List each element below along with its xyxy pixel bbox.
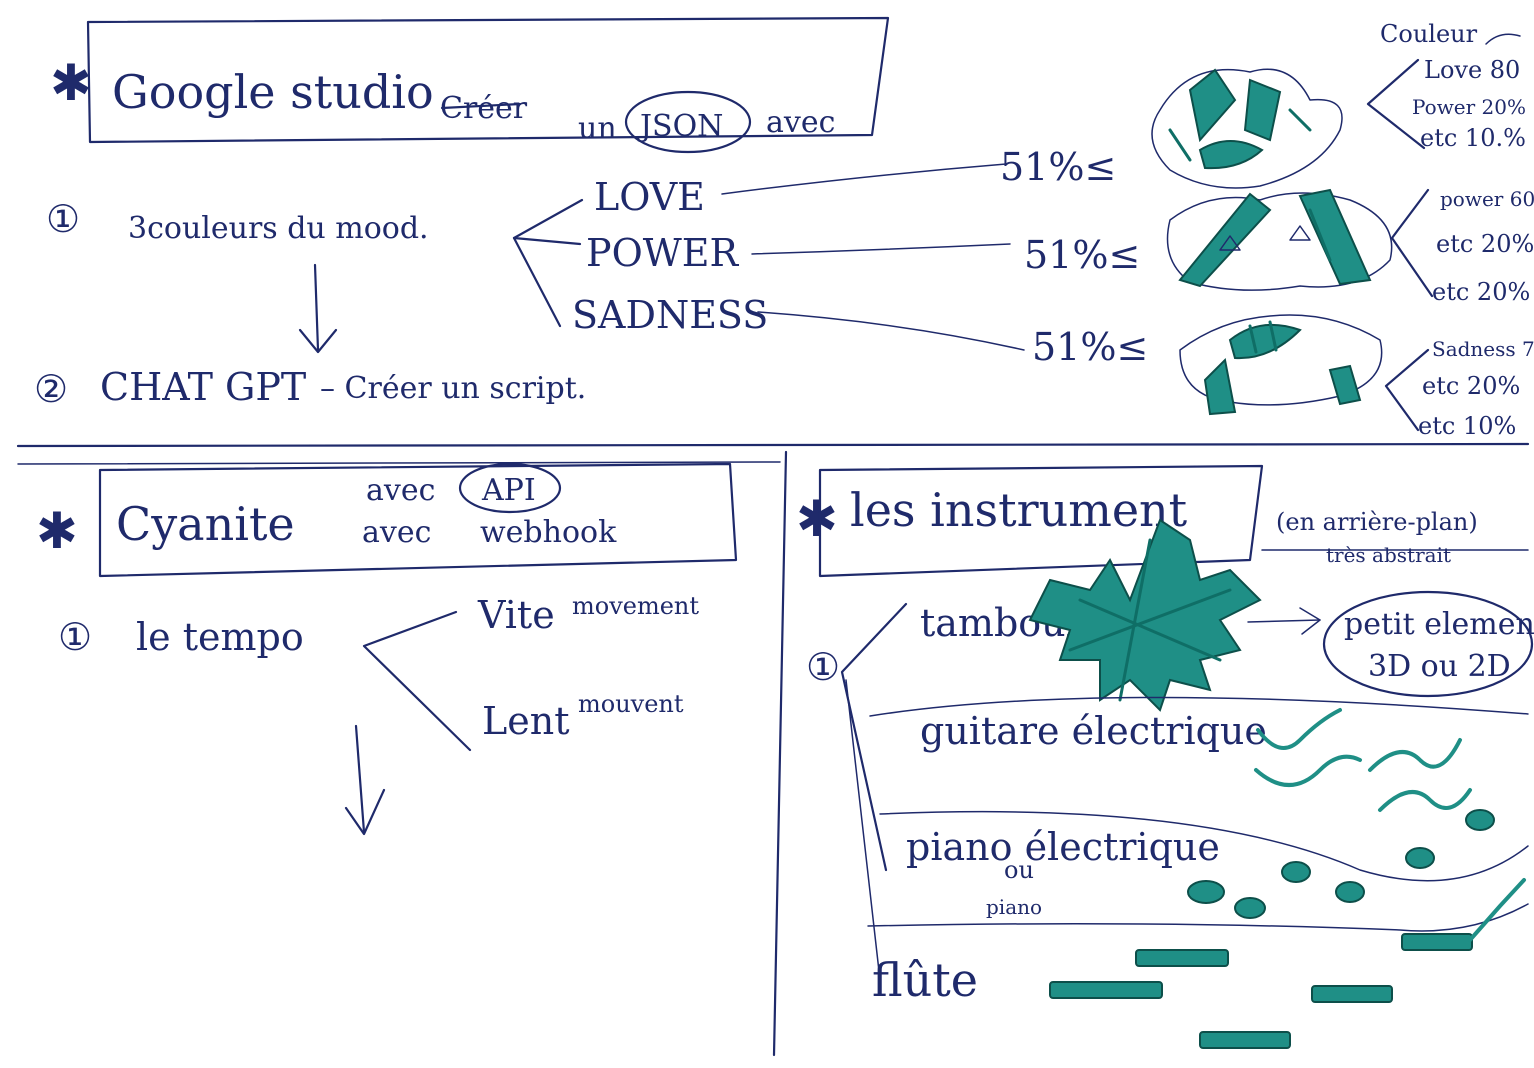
piano-alt: piano <box>986 895 1042 919</box>
title-avec: avec <box>766 105 835 140</box>
legend-love-3: etc 10.% <box>1420 124 1526 152</box>
cyanite-avec1: avec <box>366 473 435 508</box>
tempo-fast-note: movement <box>572 592 699 620</box>
guitar-band-line <box>869 696 1529 717</box>
couleur-label: Couleur <box>1380 20 1478 48</box>
legend-love-bracket <box>1366 58 1426 150</box>
instruments-title: les instrument <box>850 483 1188 537</box>
tambour-burst-sketch <box>1028 518 1262 712</box>
bubble-line-2: 3D ou 2D <box>1368 649 1511 684</box>
mood-sadness: SADNESS <box>572 293 768 337</box>
legend-love-1: Love 80 <box>1424 56 1520 84</box>
down-arrow-line <box>313 263 320 352</box>
legend-sadness-1: Sadness 70 <box>1432 337 1534 361</box>
mood-power: POWER <box>586 231 740 275</box>
instrument-guitare: guitare électrique <box>920 709 1267 753</box>
legend-love-2: Power 20% <box>1412 95 1526 119</box>
step1-text: 3couleurs du mood. <box>128 211 429 246</box>
title-action: Créer <box>440 91 528 126</box>
vertical-divider <box>772 450 788 1057</box>
power-blob-sketch <box>1166 188 1393 291</box>
legend-sadness-bracket <box>1384 348 1430 432</box>
tempo-slow-note: mouvent <box>578 690 684 718</box>
legend-power-3: etc 20% <box>1432 278 1530 306</box>
flute-bars-sketch <box>1049 878 1526 1049</box>
title-box <box>86 16 890 144</box>
json-circle <box>624 90 752 154</box>
step2-number: ② <box>34 367 68 411</box>
love-line <box>721 163 1007 195</box>
title-main: Google studio <box>112 65 434 119</box>
tempo-brace <box>362 610 472 752</box>
guitar-wave-sketch <box>1254 708 1472 812</box>
step2-action: – Créer un script. <box>320 371 586 406</box>
piano-dots-sketch <box>1187 809 1495 919</box>
bubble-arrow <box>1247 619 1321 623</box>
instrument-flute: flûte <box>872 953 978 1007</box>
star-icon: ✱ <box>796 490 838 548</box>
cyanite-down-arrow-head <box>344 788 386 836</box>
threshold-sadness: 51%≤ <box>1032 325 1148 369</box>
piano-ou: ou <box>1004 856 1034 884</box>
api-circle <box>458 462 562 514</box>
cyanite-title: Cyanite <box>116 497 295 551</box>
instrument-piano: piano électrique <box>906 825 1220 869</box>
horizontal-divider <box>16 442 1530 448</box>
legend-power-1: power 60 <box>1440 187 1534 211</box>
cyanite-title-box <box>98 462 738 578</box>
bubble-line-1: petit element <box>1344 607 1534 642</box>
piano-band-line <box>879 810 1529 882</box>
instruments-title-box <box>818 464 1264 578</box>
cyanite-down-arrow-line <box>354 724 366 834</box>
instrument-brace-2 <box>845 679 881 981</box>
step1-number: ① <box>46 197 80 241</box>
cyanite-avec2: avec <box>362 515 431 550</box>
love-blob-sketch <box>1151 68 1343 189</box>
sadness-blob-sketch <box>1179 314 1383 416</box>
tempo-fast: Vite <box>477 593 555 637</box>
cyanite-step1-number: ① <box>58 615 92 659</box>
star-icon: ✱ <box>50 54 92 112</box>
section-instruments: ✱ les instrument (en arrière-plan) très … <box>796 464 1534 1049</box>
tempo-slow: Lent <box>482 699 569 743</box>
threshold-love: 51%≤ <box>1000 145 1116 189</box>
down-arrow-head <box>298 328 338 354</box>
step2-text: CHAT GPT <box>100 365 306 409</box>
instrument-brace <box>840 602 908 872</box>
legend-sadness-2: etc 20% <box>1422 372 1520 400</box>
cyanite-step1-text: le tempo <box>136 615 304 659</box>
bubble-arrow-head <box>1299 607 1321 635</box>
instruments-step1-number: ① <box>806 645 840 689</box>
sadness-line <box>757 311 1025 351</box>
mood-brace-mid <box>512 236 582 246</box>
title-json: JSON <box>637 109 723 144</box>
speech-bubble <box>1322 590 1534 698</box>
section-cyanite: ✱ Cyanite avec API avec webhook ① le tem… <box>36 462 738 836</box>
flute-band-line <box>867 903 1529 932</box>
pencil-icon <box>1485 33 1521 45</box>
mood-love: LOVE <box>594 175 705 219</box>
threshold-power: 51%≤ <box>1024 233 1140 277</box>
horizontal-divider-2 <box>17 461 781 465</box>
cyanite-webhook: webhook <box>480 515 617 550</box>
star-icon: ✱ <box>36 502 78 560</box>
legend-power-bracket <box>1390 188 1434 298</box>
legend-sadness-3: etc 10% <box>1418 412 1516 440</box>
cyanite-api: API <box>481 473 536 508</box>
title-un: un <box>578 111 617 146</box>
instruments-note-1: (en arrière-plan) <box>1276 508 1478 536</box>
section-google-studio: ✱ Google studio Créer un JSON avec ① 3co… <box>34 16 1534 440</box>
strike-line <box>440 102 522 110</box>
legend-power-2: etc 20% <box>1436 230 1534 258</box>
instruments-note-2: très abstrait <box>1326 543 1451 567</box>
power-line <box>751 243 1011 255</box>
